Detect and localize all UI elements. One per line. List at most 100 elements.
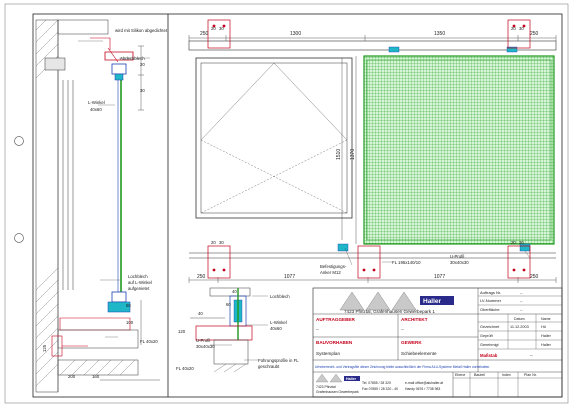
dim-top-1300: 1300 xyxy=(290,31,301,37)
detail-view xyxy=(190,287,268,373)
company-name: Haller xyxy=(423,298,442,305)
dim-1510: 1510 xyxy=(336,149,342,160)
fl-plate-label: FL 195x140/10 xyxy=(392,260,421,265)
binding-hole-bottom xyxy=(14,233,24,243)
footer-handy: Handy 0676 / 7738 983 xyxy=(405,387,440,391)
footer-tel: Tel. 07855 / 28 320 xyxy=(362,381,391,385)
footer-company: Haller xyxy=(346,377,357,381)
detail-fuehrung-label2: geschraubt xyxy=(258,364,280,369)
lochblech-label: Lochblech xyxy=(128,274,148,279)
footer-mail: e-mail office@aluhaller.at xyxy=(405,381,443,385)
ebene-label: Ebene xyxy=(455,373,465,377)
lv-nr-value: -- xyxy=(520,298,523,303)
architekt-label: ARCHITEKT xyxy=(401,317,428,322)
lochblech-note2: aufgenietet xyxy=(128,286,150,291)
dim-bracket-30-c: 30 xyxy=(219,26,224,31)
detail-u-profil-size: 30x40x30 xyxy=(196,344,215,349)
auftraggeber-label: AUFTRAGGEBER xyxy=(316,317,355,322)
oberflaeche-label: Oberfläche xyxy=(480,307,500,312)
dim-bracket-20-a: 20 xyxy=(211,240,216,245)
auftragsnr-value: -- xyxy=(520,290,523,295)
l-winkel-size: 40x60 xyxy=(90,107,102,112)
name-label: Name xyxy=(541,317,551,321)
dim-bottom-1077-b: 1077 xyxy=(434,274,445,280)
detail-fuehrung-label: Führungsprofile in FL xyxy=(258,358,299,363)
gezeichnet-date: 11.12.2003 xyxy=(510,325,529,329)
dim-20-top: 20 xyxy=(140,62,145,67)
haller-logo xyxy=(339,291,454,311)
geprueft-label: Geprüft xyxy=(480,334,494,338)
plan-nr-label: Plan Nr. xyxy=(524,373,537,377)
dim-bracket-20-b: 20 xyxy=(511,240,516,245)
detail-dim-120: 120 xyxy=(178,329,186,334)
dim-top-250-left: 250 xyxy=(200,31,209,37)
lv-nr-label: LV-Nummer xyxy=(480,298,502,303)
sheet-border xyxy=(4,3,569,404)
detail-dim-40: 40 xyxy=(198,311,203,316)
datum-label: Datum xyxy=(514,317,525,321)
gezeichnet-label: Gezeichnet xyxy=(480,325,500,329)
geprueft-name: Haller xyxy=(541,334,552,338)
befestigung-label2: Anker M12 xyxy=(320,270,341,275)
dim-bottom-250-left: 250 xyxy=(197,274,206,280)
genehmigt-label: Genehmigt xyxy=(480,343,500,347)
elevation-view xyxy=(188,19,557,283)
detail-dim-40b: 40 xyxy=(232,289,237,294)
dim-top-1350: 1350 xyxy=(434,31,445,37)
fl-bottom-label: FL 40x20 xyxy=(140,339,158,344)
genehmigt-name: Haller xyxy=(541,343,552,347)
silicon-note: wird mit Silikon abgedichtet xyxy=(115,28,168,33)
detail-l-winkel-label: L-Winkel xyxy=(270,320,287,325)
gewerk-label: GEWERK xyxy=(401,340,422,345)
detail-u-profil-label: U-Profil xyxy=(196,338,210,343)
dim-bracket-20-c: 20 xyxy=(211,26,216,31)
footer-logo xyxy=(315,373,360,383)
dim-30-top: 30 xyxy=(140,88,145,93)
footer-addr2: Grafenhausen Gewerbepark xyxy=(316,390,359,394)
gezeichnet-name: Hö xyxy=(541,325,546,329)
vertical-section xyxy=(35,19,160,393)
dim-100-bottom: 100 xyxy=(126,320,134,325)
dim-bracket-30-d: 30 xyxy=(519,26,524,31)
window-frame xyxy=(195,57,353,219)
index-label: Index xyxy=(502,373,511,377)
company-address: 7423 Pfinztal, Grafenhausen Gewerbepark … xyxy=(344,309,435,314)
massstab-value: -- xyxy=(530,353,533,358)
gewerk-value: Schiebeelemente xyxy=(401,351,437,356)
u-profil-size: 30x40x30 xyxy=(450,260,469,265)
dim-bottom-250-right: 250 xyxy=(530,274,539,280)
dim-125-left: 125 xyxy=(42,344,47,352)
u-profil-label: U-Profil xyxy=(450,254,464,259)
drawing-frame xyxy=(32,13,563,398)
detail-l-winkel-size: 40x60 xyxy=(270,326,282,331)
l-winkel-label: L-Winkel xyxy=(88,100,105,105)
dim-160-bottom: 160 xyxy=(92,374,100,379)
dim-200-bottom: 200 xyxy=(68,374,76,379)
footer-fax: Fax 07855 / 28 320 - 40 xyxy=(362,387,398,391)
dim-1370: 1370 xyxy=(350,149,356,160)
massstab-label: Maßstab xyxy=(480,353,498,358)
detail-lochblech-label: Lochblech xyxy=(270,294,290,299)
bauteil-label: Bauteil xyxy=(474,373,485,377)
title-block xyxy=(312,287,563,398)
binding-hole-top xyxy=(14,136,24,146)
detail-fl-label: FL 40x20 xyxy=(176,366,194,371)
bauvorhaben-label: BAUVORHABEN xyxy=(316,340,353,345)
oberflaeche-value: -- xyxy=(520,307,523,312)
architekt-value: -- xyxy=(401,327,404,332)
dim-50-bottom: 50 xyxy=(126,303,131,308)
sliding-mesh-panel xyxy=(363,55,555,245)
dim-bottom-1077-a: 1077 xyxy=(284,274,295,280)
dim-bracket-20-d: 20 xyxy=(511,26,516,31)
abdeckblech-label: Abdeckblech xyxy=(120,56,145,61)
copyright-note: Urheberrecht- und Vertragsfile dieser Ze… xyxy=(315,365,490,369)
footer-addr1: 7423 Pfinztal xyxy=(316,385,336,389)
dim-bracket-30-b: 30 xyxy=(519,240,524,245)
auftragsnr-label: Auftrags Nr. xyxy=(480,290,501,295)
auftraggeber-value: -- xyxy=(316,327,319,332)
dim-bracket-30-a: 30 xyxy=(219,240,224,245)
bauvorhaben-value: Systemplan xyxy=(316,351,340,356)
detail-dim-60: 60 xyxy=(226,302,231,307)
lochblech-note: auf L-Winkel xyxy=(128,280,152,285)
